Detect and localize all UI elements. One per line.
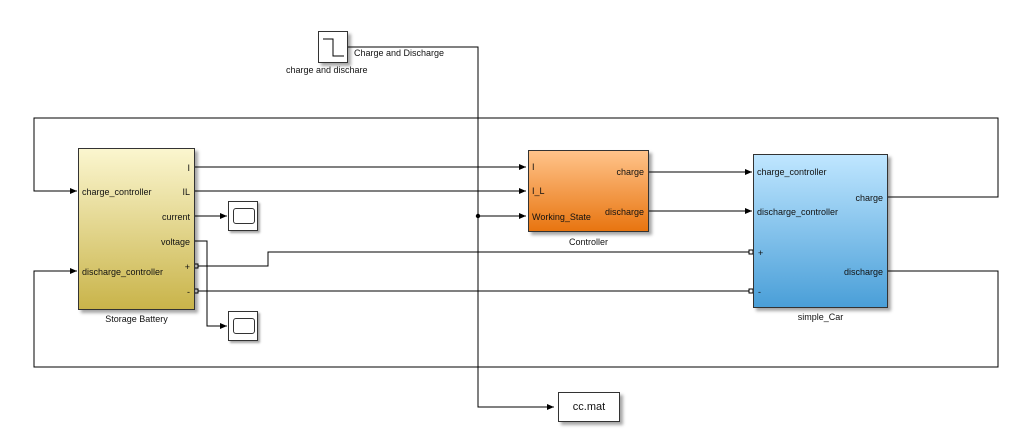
controller-block[interactable]: I I_L Working_State charge discharge [528, 150, 649, 232]
scope-voltage[interactable] [228, 311, 258, 341]
car-input-plus: + [758, 248, 764, 258]
branch-point [475, 213, 481, 219]
step-block-name: charge and dischare [286, 65, 368, 75]
signal-label: Charge and Discharge [354, 48, 445, 58]
step-signal-block[interactable] [318, 31, 348, 63]
feedback-line-discharge [33, 268, 999, 368]
simple-car-block[interactable]: charge_controller discharge_controller +… [753, 154, 888, 308]
storage-battery-block[interactable]: charge_controller discharge_controller I… [78, 148, 195, 310]
car-name: simple_Car [797, 312, 844, 322]
battery-name: Storage Battery [105, 314, 168, 324]
battery-output-IL: IL [182, 187, 190, 197]
controller-name: Controller [568, 237, 608, 247]
step-waveform-icon [323, 38, 344, 57]
car-input-discharge-controller: discharge_controller [757, 207, 839, 217]
car-output-charge: charge [855, 193, 883, 203]
signal-line-voltage [195, 240, 227, 329]
scope-current[interactable] [228, 201, 258, 231]
battery-input-discharge-controller: discharge_controller [82, 267, 164, 277]
battery-output-plus: + [184, 262, 190, 272]
controller-output-charge: charge [616, 167, 644, 177]
controller-input-working-state: Working_State [532, 212, 591, 222]
battery-output-I: I [187, 163, 190, 173]
scope-screen-icon [233, 318, 255, 334]
signal-line-charge-discharge [348, 46, 554, 410]
battery-output-current: current [161, 212, 190, 222]
to-file-label: cc.mat [572, 401, 606, 413]
connection-plus [195, 251, 752, 267]
car-output-discharge: discharge [843, 267, 883, 277]
battery-output-voltage: voltage [160, 237, 190, 247]
controller-input-I: I [532, 162, 535, 172]
feedback-line-charge [33, 117, 999, 198]
controller-output-discharge: discharge [604, 207, 644, 217]
battery-input-charge-controller: charge_controller [82, 187, 152, 197]
scope-screen-icon [233, 208, 255, 224]
car-input-minus: - [758, 287, 761, 297]
controller-input-I_L: I_L [532, 186, 545, 196]
to-file-block[interactable]: cc.mat [558, 392, 620, 422]
battery-output-minus: - [187, 287, 190, 297]
car-input-charge-controller: charge_controller [757, 167, 827, 177]
